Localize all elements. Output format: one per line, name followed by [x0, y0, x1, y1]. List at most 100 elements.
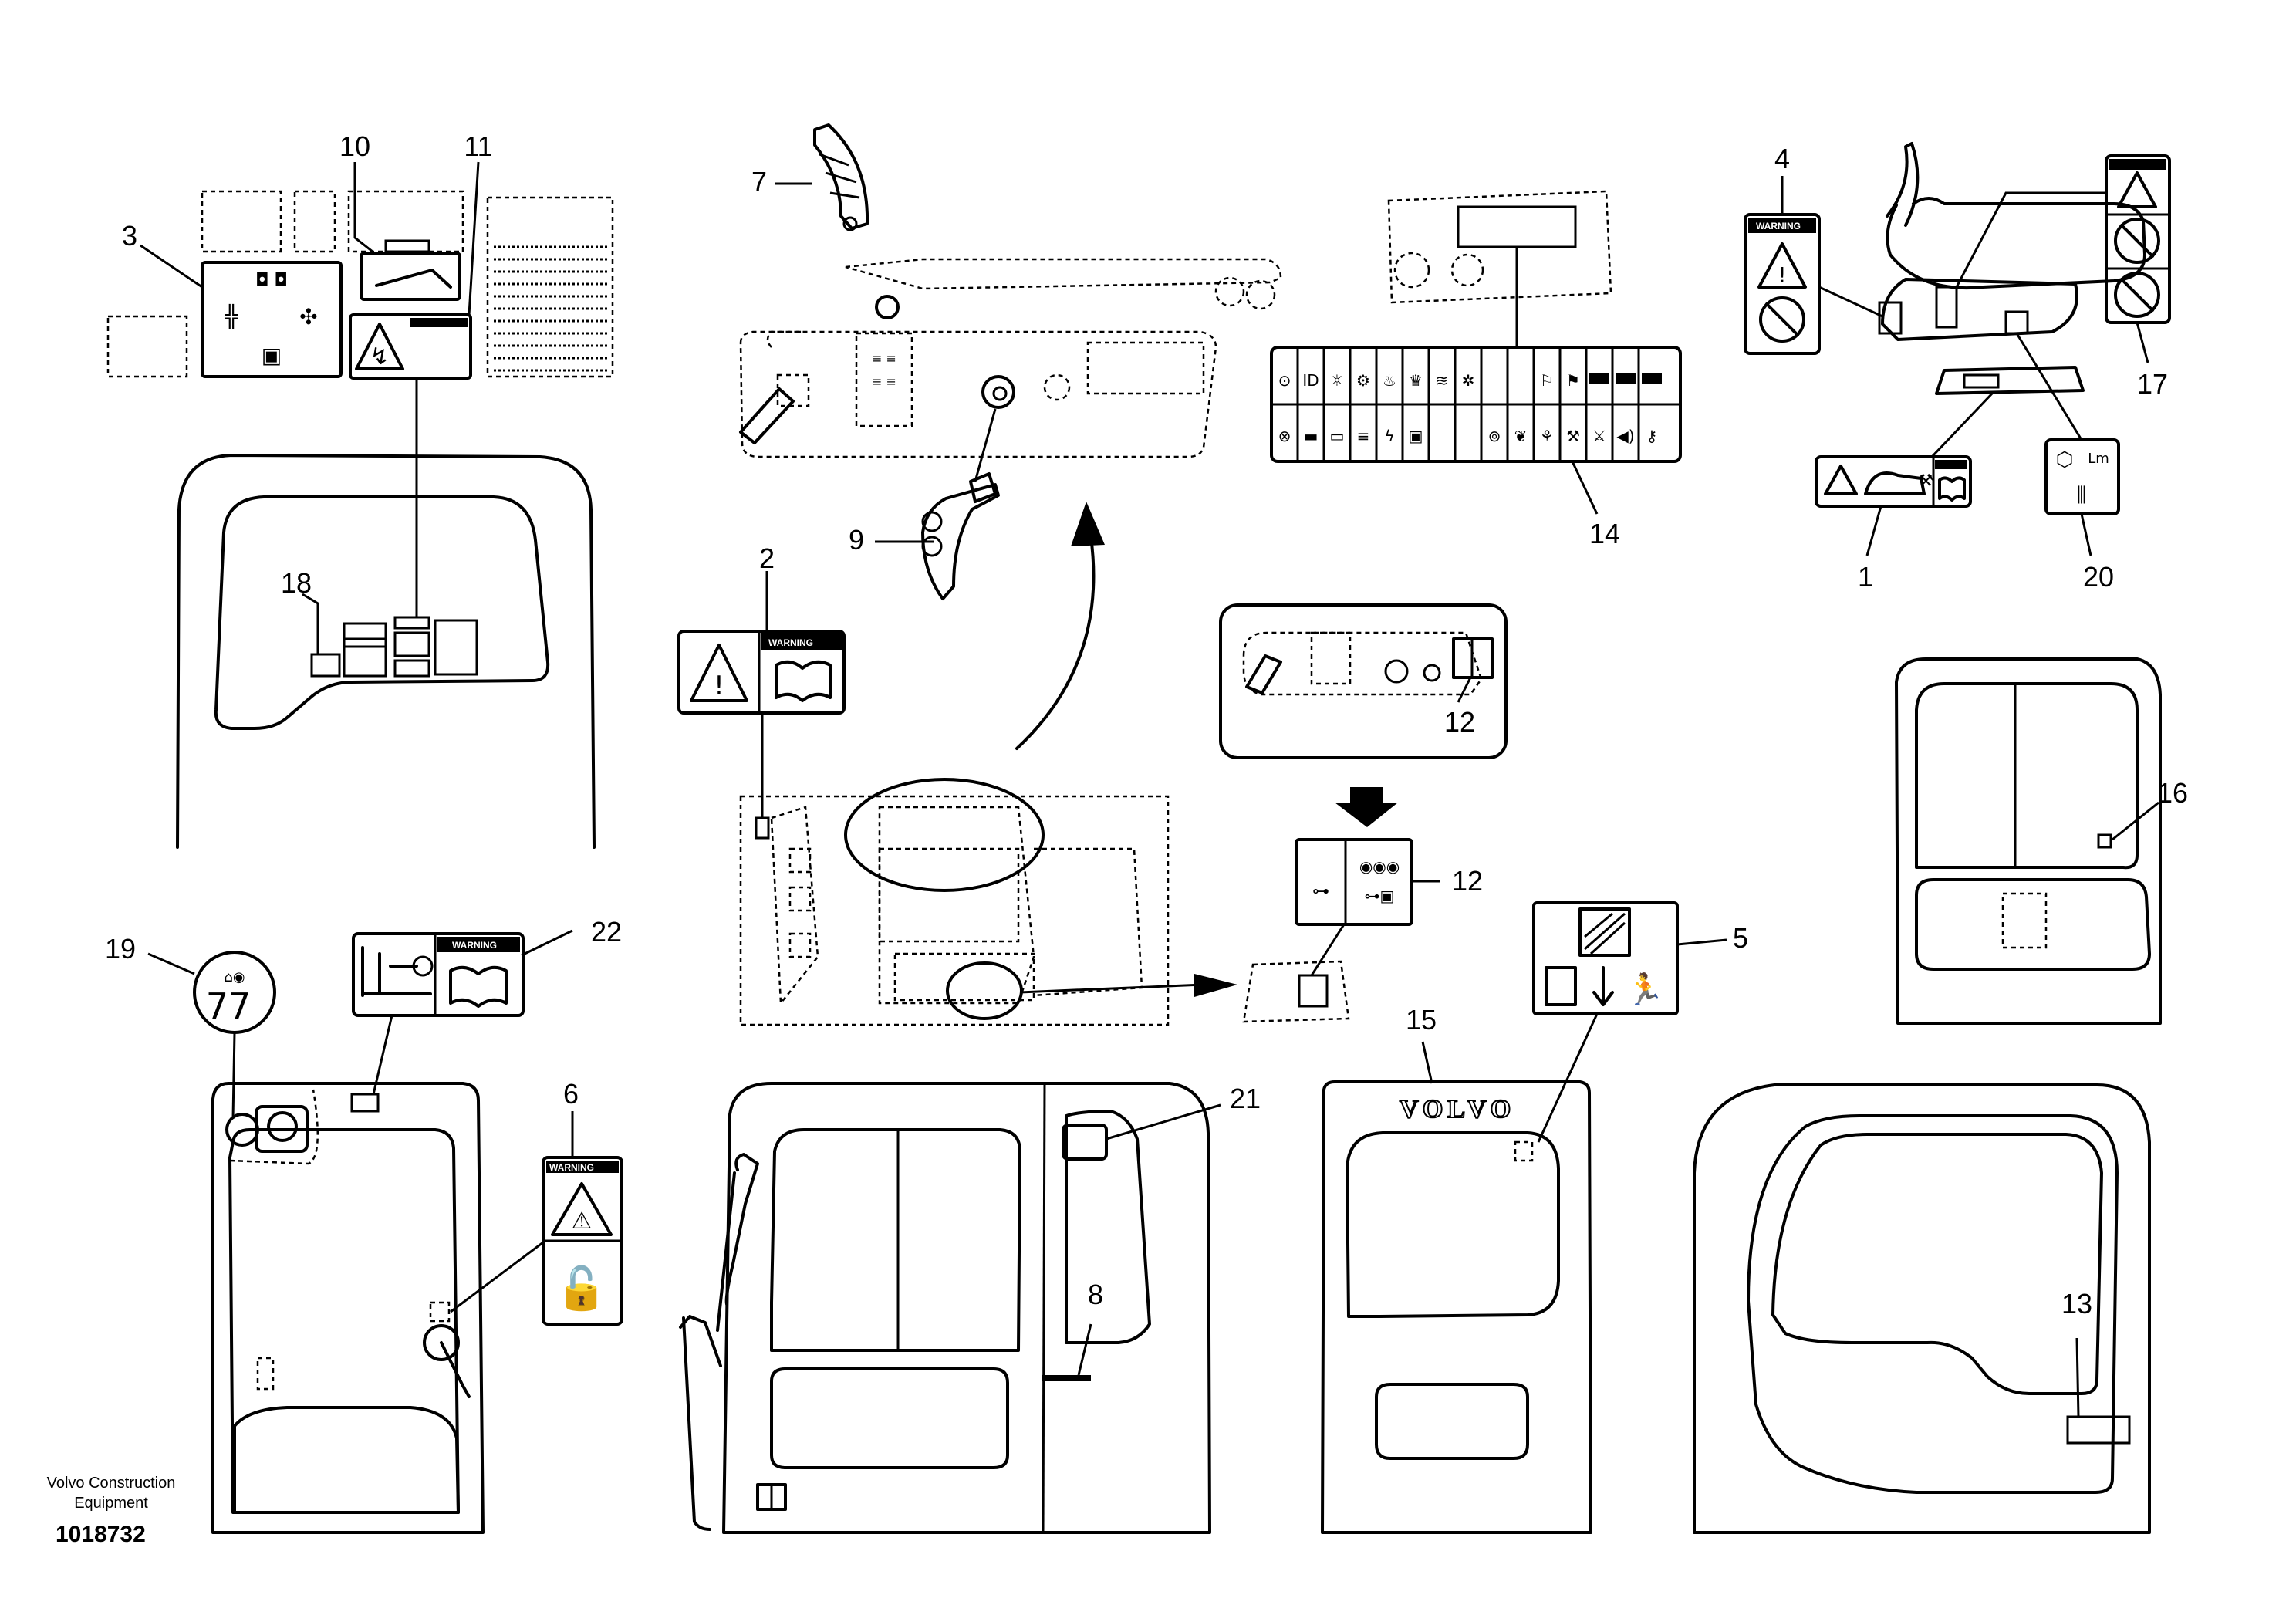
cab-right — [1693, 1083, 2151, 1534]
front-door — [211, 1082, 485, 1534]
publisher-line-2: Equipment — [74, 1495, 148, 1512]
svg-text:▣: ▣ — [262, 343, 282, 368]
decal-group-rear-volvo: VOLVO 15 — [1321, 1004, 1592, 1534]
svg-text:▭: ▭ — [1330, 427, 1345, 445]
callout-1: 1 — [1858, 561, 1873, 593]
callout-17: 17 — [2137, 368, 2168, 400]
svg-text:✣: ✣ — [299, 304, 317, 329]
decal-15-location — [1514, 1140, 1534, 1162]
manual-book-icon — [775, 660, 832, 702]
decal-3 — [201, 261, 343, 378]
decal-group-floor: ! WARNING 2 — [677, 542, 1350, 1026]
svg-text:♨: ♨ — [1383, 371, 1396, 390]
svg-text:⚠: ⚠ — [572, 1208, 593, 1235]
svg-text:▣: ▣ — [1409, 427, 1423, 445]
curve-arrow — [1015, 536, 1096, 750]
callout-20: 20 — [2083, 561, 2114, 593]
callout-3: 3 — [122, 220, 137, 252]
svg-text:⚒: ⚒ — [1918, 471, 1933, 491]
svg-text:✲: ✲ — [1462, 371, 1475, 390]
decal-21 — [1062, 1124, 1108, 1161]
decal-9 — [921, 483, 1000, 600]
decal-label-console — [855, 332, 913, 427]
manual-book-icon — [1938, 476, 1966, 502]
rear-window — [214, 495, 550, 730]
callout-21: 21 — [1230, 1083, 1261, 1114]
decal-13 — [2066, 1415, 2131, 1445]
svg-text:⦀: ⦀ — [2076, 482, 2086, 509]
svg-text:⊚: ⊚ — [1488, 427, 1501, 445]
zoom-oval-top — [844, 778, 1045, 892]
callout-12-bottom: 12 — [1452, 865, 1483, 897]
decal-group-panel-12: 12 ⊶ ◉◉◉ ⊶▣ 12 — [1219, 603, 1508, 976]
svg-text:⚐: ⚐ — [1540, 371, 1554, 390]
svg-text:◘ ◘: ◘ ◘ — [255, 271, 288, 290]
fire-hazard-icon — [1578, 907, 1631, 957]
decal-8 — [1042, 1375, 1091, 1381]
decal-10 — [360, 252, 461, 301]
svg-text:⊗: ⊗ — [1278, 427, 1292, 445]
svg-text:⊶: ⊶ — [1312, 882, 1329, 901]
decal-22 — [352, 932, 525, 1017]
down-arrow-icon — [1592, 966, 1614, 1006]
rear-window — [1346, 1131, 1560, 1318]
cab-side — [722, 1082, 1211, 1534]
svg-text:⚑: ⚑ — [1566, 371, 1580, 390]
warning-word-4: WARNING — [1756, 221, 1801, 231]
hatched-decal — [494, 245, 609, 372]
svg-text:⚘: ⚘ — [1540, 427, 1554, 445]
callout-16: 16 — [2157, 777, 2188, 809]
warning-triangle-icon — [1757, 242, 1807, 289]
svg-text:⚒: ⚒ — [1566, 427, 1580, 445]
callout-14: 14 — [1589, 518, 1620, 549]
cab-right-window-outer — [1747, 1114, 2119, 1494]
warning-word-22: WARNING — [452, 940, 497, 951]
drawing-number: 1018732 — [56, 1522, 146, 1547]
callout-10: 10 — [339, 130, 370, 162]
footer: Volvo Construction Equipment 1018732 — [47, 1475, 176, 1547]
callout-6: 6 — [563, 1078, 579, 1110]
decal-group-rear-panel: ◘ ◘ ╬ ✣ ▣ ↯ 3 10 11 18 — [106, 130, 614, 849]
callout-13: 13 — [2061, 1288, 2092, 1320]
svg-text:☼: ☼ — [1330, 371, 1344, 390]
svg-text:ϟ: ϟ — [1384, 427, 1394, 445]
callout-4: 4 — [1774, 143, 1790, 174]
callout-11: 11 — [464, 130, 492, 162]
warning-word-6: WARNING — [549, 1162, 594, 1173]
svg-text:!: ! — [714, 671, 724, 701]
callout-2: 2 — [759, 542, 775, 574]
warning-triangle-icon — [551, 1182, 613, 1236]
callout-22: 22 — [591, 916, 622, 948]
decal-group-cab-right: 13 — [1693, 1083, 2151, 1534]
decal-11 — [349, 313, 472, 380]
zoom-oval-bottom — [946, 961, 1023, 1020]
svg-text:77: 77 — [206, 985, 252, 1027]
instrument-display — [1457, 205, 1577, 248]
warning-triangle-icon — [690, 644, 748, 702]
decal-group-side-door: 16 — [1895, 657, 2188, 1025]
svg-text:╬: ╬ — [225, 303, 239, 330]
svg-text:≡ ≡: ≡ ≡ — [872, 374, 896, 389]
decal-18 — [310, 653, 341, 678]
callout-8: 8 — [1088, 1279, 1103, 1310]
decal-7 — [813, 123, 869, 230]
warning-word-2: WARNING — [768, 637, 813, 648]
down-arrow-icon — [1335, 787, 1398, 827]
svg-text:≡ ≡: ≡ ≡ — [872, 351, 896, 366]
exit-icon: 🏃 — [1626, 972, 1664, 1008]
callout-12-top: 12 — [1444, 706, 1475, 738]
svg-text:◀): ◀) — [1616, 427, 1634, 445]
warning-triangle-icon — [355, 323, 404, 370]
decal-group-joystick: WARNING ! 4 17 ⚒ — [1744, 142, 2171, 593]
side-door — [1895, 657, 2162, 1025]
lock-icon: 🔓 — [555, 1264, 607, 1313]
svg-text:ID: ID — [1302, 371, 1319, 390]
svg-text:⌂◉: ⌂◉ — [224, 969, 245, 985]
svg-text:◉◉◉: ◉◉◉ — [1359, 857, 1400, 876]
cab-side-window — [770, 1128, 1021, 1352]
callout-19: 19 — [105, 933, 136, 965]
callout-18: 18 — [281, 567, 312, 599]
svg-text:⚷: ⚷ — [1646, 427, 1658, 445]
svg-text:↯: ↯ — [370, 343, 389, 370]
